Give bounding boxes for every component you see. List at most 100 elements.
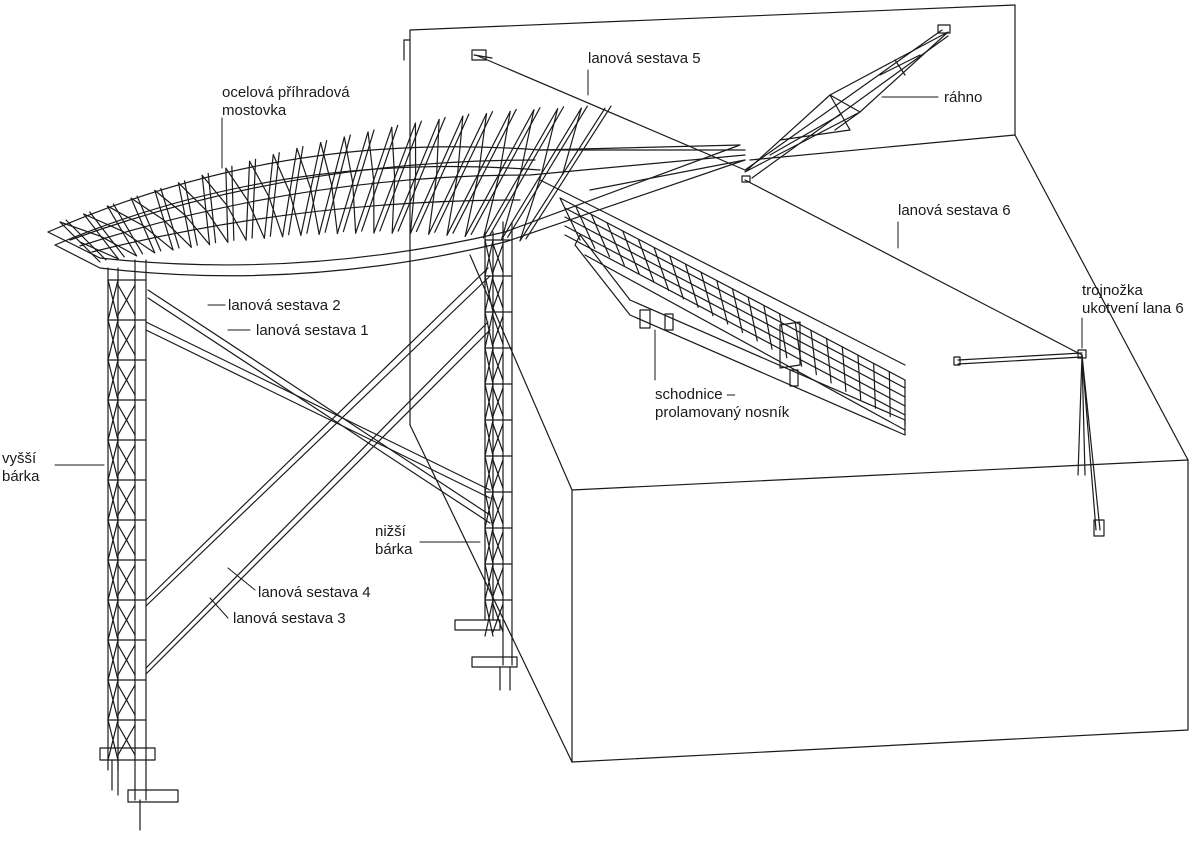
tower-brace [107,639,119,681]
deck-brace [184,214,211,246]
wall-anchor-5 [471,49,493,61]
tower-brace [107,399,119,441]
cliff-block [409,134,1189,763]
label-cable-set-3: lanová sestava 3 [233,610,346,627]
boom [741,24,951,183]
railing-rail [564,216,906,398]
tower-brace [492,603,504,633]
leader-lines [54,69,1083,619]
tower-brace [117,364,136,396]
deck-brace [391,177,396,234]
cable-set-1 [147,289,491,524]
deck-brace [457,115,464,175]
deck-brace [477,113,488,174]
cable-set-3 [145,321,491,675]
tower-brace [107,679,119,721]
tower-brace [492,459,504,489]
tower-brace [107,439,119,481]
deck-brace [83,213,123,232]
staircase-stringer [539,179,906,436]
deck-brace [106,205,144,227]
tower-brace [484,311,494,349]
deck-brace [248,160,270,198]
tower-brace [117,724,136,756]
deck-beam [397,116,446,232]
railing-post [653,247,670,292]
deck-brace [436,118,440,176]
tower-brace [117,564,136,596]
label-staircase-stringer: schodnice – prolamovaný nosník [655,386,790,421]
railing-post [763,304,773,350]
tower-brace [117,684,136,716]
tower-brace [492,315,504,345]
tower-brace [107,319,119,361]
label-cable-set-1: lanová sestava 1 [256,322,369,339]
railing-post [700,271,714,317]
deck-brace [130,197,165,221]
deck-beam [452,108,517,234]
tower-brace [492,387,504,417]
railing-post [716,280,729,325]
tower-brace [492,495,504,525]
deck-beam [269,152,280,237]
tower-brace [107,519,119,561]
label-tripod-anchor: trojnožka ukotvení lana 6 [1082,282,1184,317]
deck-brace [540,108,559,175]
tower-brace [484,275,494,313]
cable-set-6 [744,179,1083,356]
label-cable-set-4: lanová sestava 4 [258,584,371,601]
cable-set-2 [145,321,491,499]
railing-rail [564,234,906,416]
label-higher-tower: vyšší bárka [2,450,40,485]
deck-brace [201,174,228,206]
deck-brace [59,221,102,238]
deck-brace [163,219,192,248]
tower-brace [484,419,494,457]
railing-post [731,288,744,334]
tower-brace [484,383,494,421]
cable-set-5 [477,55,746,171]
tower-brace [117,644,136,676]
tower-brace [492,423,504,453]
tower-brace [117,444,136,476]
deck-brace [446,173,459,236]
tower-brace [117,484,136,516]
deck-brace [501,172,522,240]
deck-brace [464,172,480,237]
cable-set-4 [145,267,491,607]
railing-post [669,255,685,300]
deck-beam [415,113,470,233]
deck-brace [272,154,291,194]
railing-post [825,338,832,384]
railing-post [778,313,788,359]
deck-beams [59,105,612,263]
tower-brace [107,479,119,521]
tower-brace [484,455,494,493]
tripod-anchor [953,349,1105,537]
label-boom: ráhno [944,89,983,106]
tower-brace [484,347,494,385]
deck-brace [391,126,396,179]
deck-brace [498,110,511,174]
deck-beam [379,120,423,232]
tower-brace [492,351,504,381]
deck-beam [488,106,565,237]
tower-brace [117,324,136,356]
tower-brace [484,491,494,529]
deck-beam [324,134,351,233]
deck-beam [288,145,304,236]
steel-truss-deck [47,144,746,277]
tower-brace [484,239,494,277]
deck-beam [470,107,541,235]
tower-brace [107,559,119,601]
tower-brace [492,531,504,561]
deck-brace [519,109,535,174]
tower-brace [107,359,119,401]
tower-brace [117,404,136,436]
deck-brace [409,175,417,235]
tower-brace [484,563,494,601]
deck-beam [306,139,328,234]
higher-tower [99,259,179,831]
railing-post [684,263,699,308]
